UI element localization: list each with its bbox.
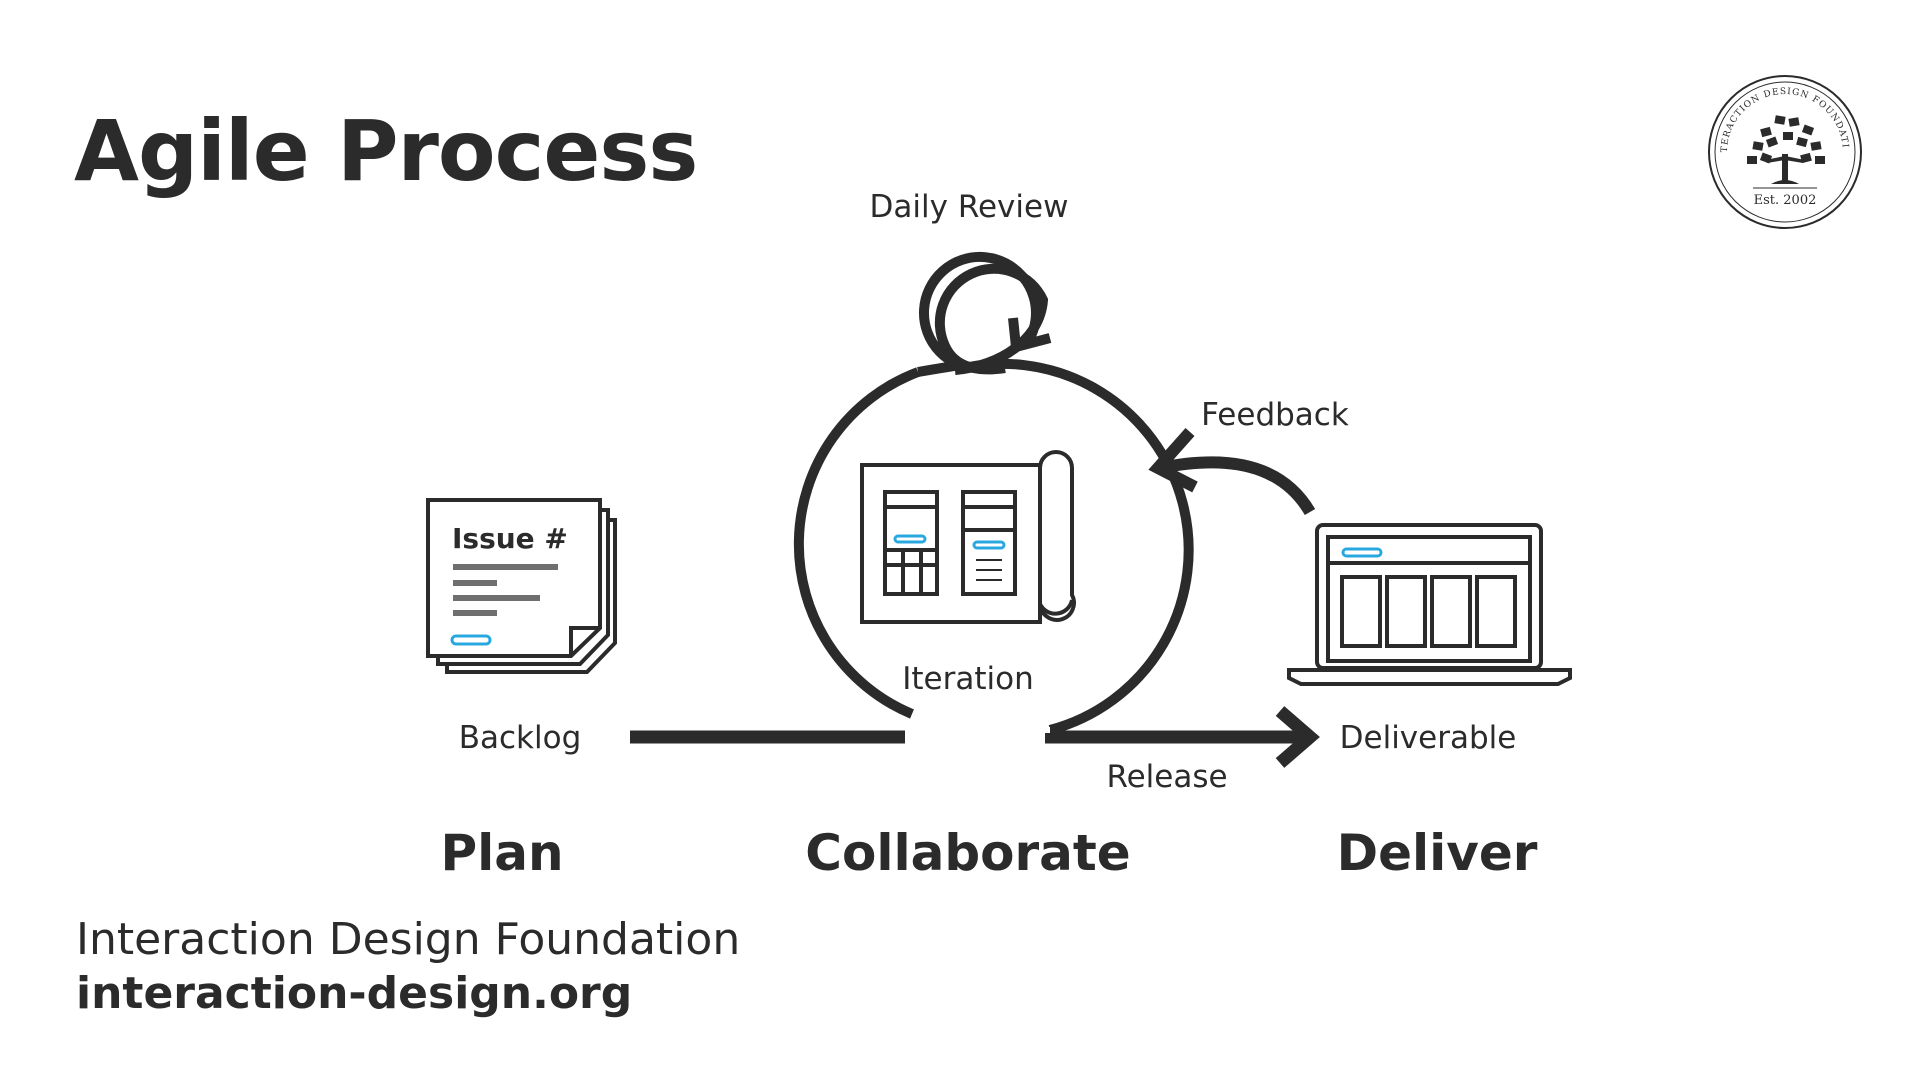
blueprint-icon [860,450,1076,624]
feedback-label: Feedback [1201,397,1349,433]
logo-est-text: Est. 2002 [1754,193,1817,208]
iteration-label: Iteration [902,661,1034,697]
issue-label: Issue # [452,522,568,555]
idf-logo: INTERACTION DESIGN FOUNDATION Est. 2002 [1705,72,1862,229]
iteration-cycle [793,263,1194,735]
phase-deliver: Deliver [1337,824,1538,882]
release-arrow [630,706,1320,768]
phase-collaborate: Collaborate [805,824,1130,882]
footer-org-name: Interaction Design Foundation [76,914,741,965]
daily-review-loop [917,251,1052,377]
laptop-icon [1287,523,1572,686]
backlog-label: Backlog [459,720,582,756]
backlog-document-icon [426,498,617,674]
daily-review-label: Daily Review [870,189,1069,225]
deliverable-label: Deliverable [1340,720,1517,756]
feedback-arrow [1148,428,1316,516]
release-label: Release [1106,759,1227,795]
footer-url[interactable]: interaction-design.org [76,968,633,1019]
page-title: Agile Process [74,102,698,200]
phase-plan: Plan [440,824,563,882]
tree-icon [1747,115,1825,184]
